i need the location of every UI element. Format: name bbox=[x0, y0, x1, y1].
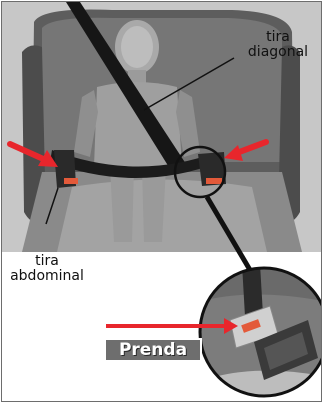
label-line: diagonal bbox=[240, 45, 316, 60]
label-line: abdominal bbox=[6, 269, 88, 284]
label-tira-abdominal: tira abdominal bbox=[6, 254, 88, 284]
label-tira-diagonal: tira diagonal bbox=[240, 30, 316, 60]
label-line: tira bbox=[6, 254, 88, 269]
prenda-label: Prenda bbox=[104, 338, 202, 362]
label-line: tira bbox=[240, 30, 316, 45]
